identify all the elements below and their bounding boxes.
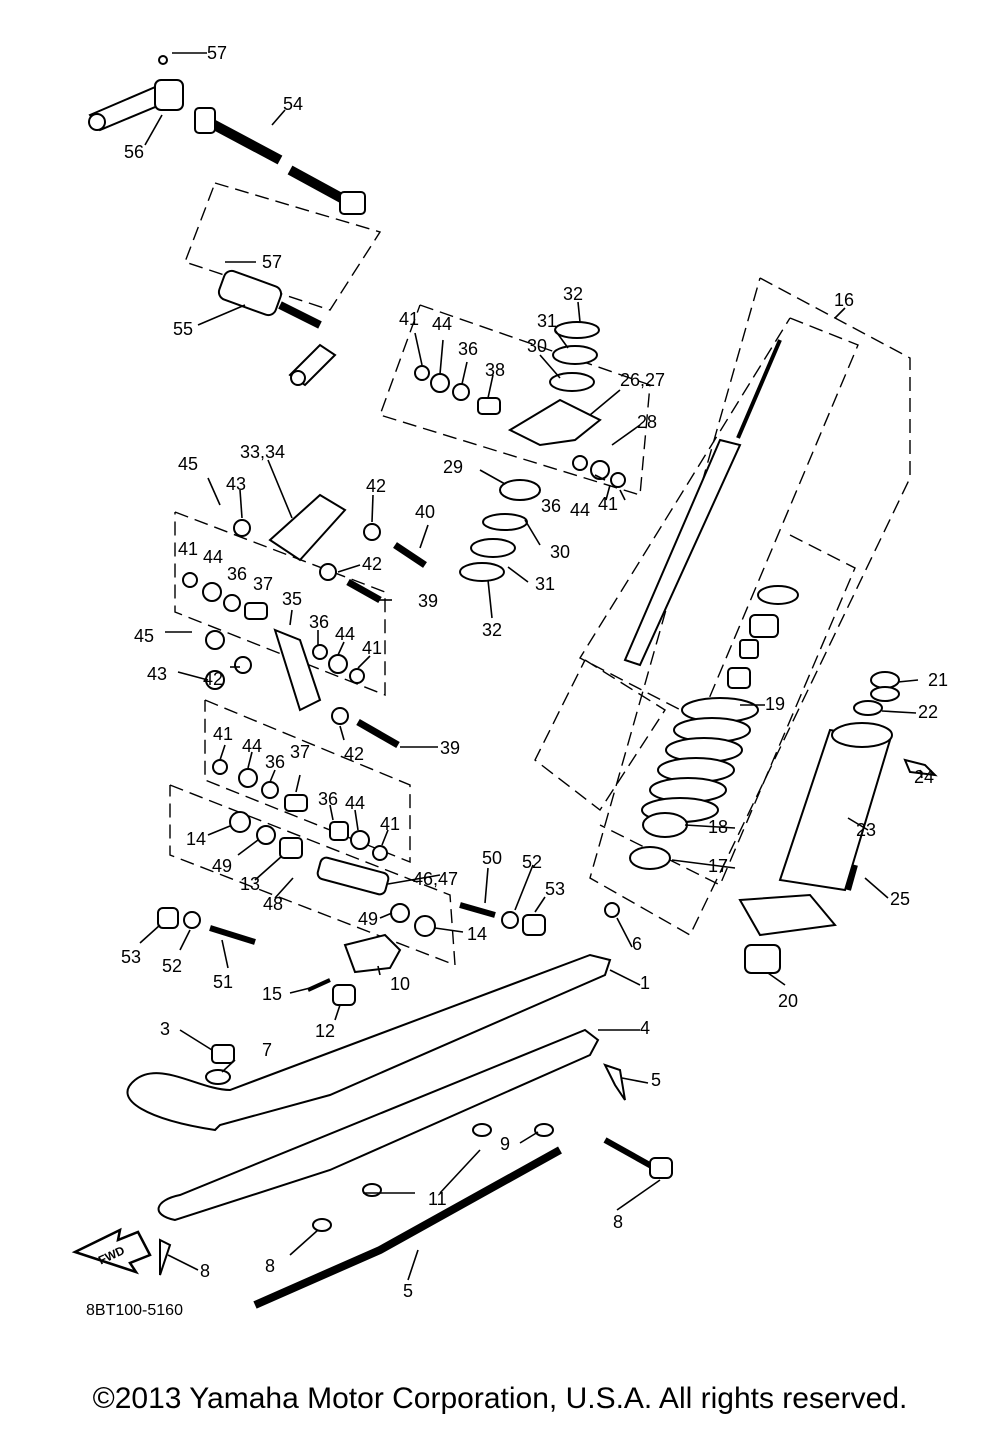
callout-12: 12 (315, 1021, 335, 1041)
callout-28: 28 (637, 412, 657, 432)
fwd-arrow-icon: FWD (71, 1227, 152, 1275)
callout-14: 14 (186, 829, 206, 849)
callout-37: 37 (253, 574, 273, 594)
callout-24: 24 (914, 767, 934, 787)
callout-42: 42 (362, 554, 382, 574)
callout-42: 42 (366, 476, 386, 496)
callout-49: 49 (358, 909, 378, 929)
callout-8: 8 (265, 1256, 275, 1276)
callout-44: 44 (432, 314, 452, 334)
callout-6: 6 (632, 934, 642, 954)
callout-26-27: 26,27 (620, 370, 665, 390)
callout-23: 23 (856, 820, 876, 840)
callout-57: 57 (262, 252, 282, 272)
callout-52: 52 (162, 956, 182, 976)
callout-36: 36 (265, 752, 285, 772)
callout-46-47: 46,47 (413, 869, 458, 889)
callout-36: 36 (458, 339, 478, 359)
catalog-code: 8BT100-5160 (86, 1302, 183, 1319)
callout-labels: 57 54 56 57 55 41 44 36 38 32 31 30 26,2… (121, 43, 948, 1301)
callout-30: 30 (550, 542, 570, 562)
callout-18: 18 (708, 817, 728, 837)
callout-44: 44 (335, 624, 355, 644)
callout-42: 42 (344, 744, 364, 764)
callout-10: 10 (390, 974, 410, 994)
exploded-parts-diagram: FWD (71, 43, 948, 1309)
callout-31: 31 (537, 311, 557, 331)
callout-57: 57 (207, 43, 227, 63)
callout-45: 45 (178, 454, 198, 474)
callout-45: 45 (134, 626, 154, 646)
callout-1: 1 (640, 973, 650, 993)
callout-39: 39 (418, 591, 438, 611)
callout-36: 36 (318, 789, 338, 809)
callout-32: 32 (563, 284, 583, 304)
callout-8: 11 (428, 1189, 447, 1209)
callout-5: 5 (651, 1070, 661, 1090)
callout-41: 41 (399, 309, 419, 329)
parts: FWD (71, 55, 938, 1309)
callout-51: 51 (213, 972, 233, 992)
callout-9: 9 (500, 1134, 510, 1154)
callout-43: 43 (226, 474, 246, 494)
callout-13: 13 (240, 874, 260, 894)
callout-31: 31 (535, 574, 555, 594)
callout-36: 36 (541, 496, 561, 516)
callout-14: 14 (467, 924, 487, 944)
callout-7: 7 (262, 1040, 272, 1060)
callout-41: 41 (380, 814, 400, 834)
callout-11: 8 (613, 1212, 623, 1232)
callout-49: 49 (212, 856, 232, 876)
spring (641, 697, 759, 823)
callout-30: 30 (527, 336, 547, 356)
callout-52: 52 (522, 852, 542, 872)
callout-53: 53 (545, 879, 565, 899)
callout-42: 42 (203, 669, 223, 689)
callout-2: 5 (403, 1281, 413, 1301)
callout-37: 37 (290, 742, 310, 762)
callout-33-34: 33,34 (240, 442, 285, 462)
callout-44: 44 (242, 736, 262, 756)
callout-5: 8 (200, 1261, 210, 1281)
callout-3: 3 (160, 1019, 170, 1039)
callout-56: 56 (124, 142, 144, 162)
callout-20: 20 (778, 991, 798, 1011)
callout-54: 54 (283, 94, 303, 114)
callout-55: 55 (173, 319, 193, 339)
callout-35: 35 (282, 589, 302, 609)
callout-32: 32 (482, 620, 502, 640)
callout-44: 44 (345, 793, 365, 813)
callout-41: 41 (362, 638, 382, 658)
callout-19: 19 (765, 694, 785, 714)
callout-44: 44 (570, 500, 590, 520)
callout-36: 36 (309, 612, 329, 632)
callout-41: 41 (213, 724, 233, 744)
callout-40: 40 (415, 502, 435, 522)
callout-15: 15 (262, 984, 282, 1004)
callout-21: 21 (928, 670, 948, 690)
callout-25: 25 (890, 889, 910, 909)
callout-17: 17 (708, 856, 728, 876)
callout-16: 16 (834, 290, 854, 310)
copyright-notice: ©2013 Yamaha Motor Corporation, U.S.A. A… (92, 1382, 908, 1415)
callout-43: 43 (147, 664, 167, 684)
callout-22: 22 (918, 702, 938, 722)
callout-41: 41 (598, 494, 618, 514)
leader-lines (139, 52, 923, 1281)
callout-38: 38 (485, 360, 505, 380)
callout-29: 29 (443, 457, 463, 477)
callout-36: 36 (227, 564, 247, 584)
callout-4: 4 (640, 1018, 650, 1038)
callout-44: 44 (203, 547, 223, 567)
callout-50: 50 (482, 848, 502, 868)
callout-41: 41 (178, 539, 198, 559)
callout-48: 48 (263, 894, 283, 914)
callout-39: 39 (440, 738, 460, 758)
callout-53: 53 (121, 947, 141, 967)
